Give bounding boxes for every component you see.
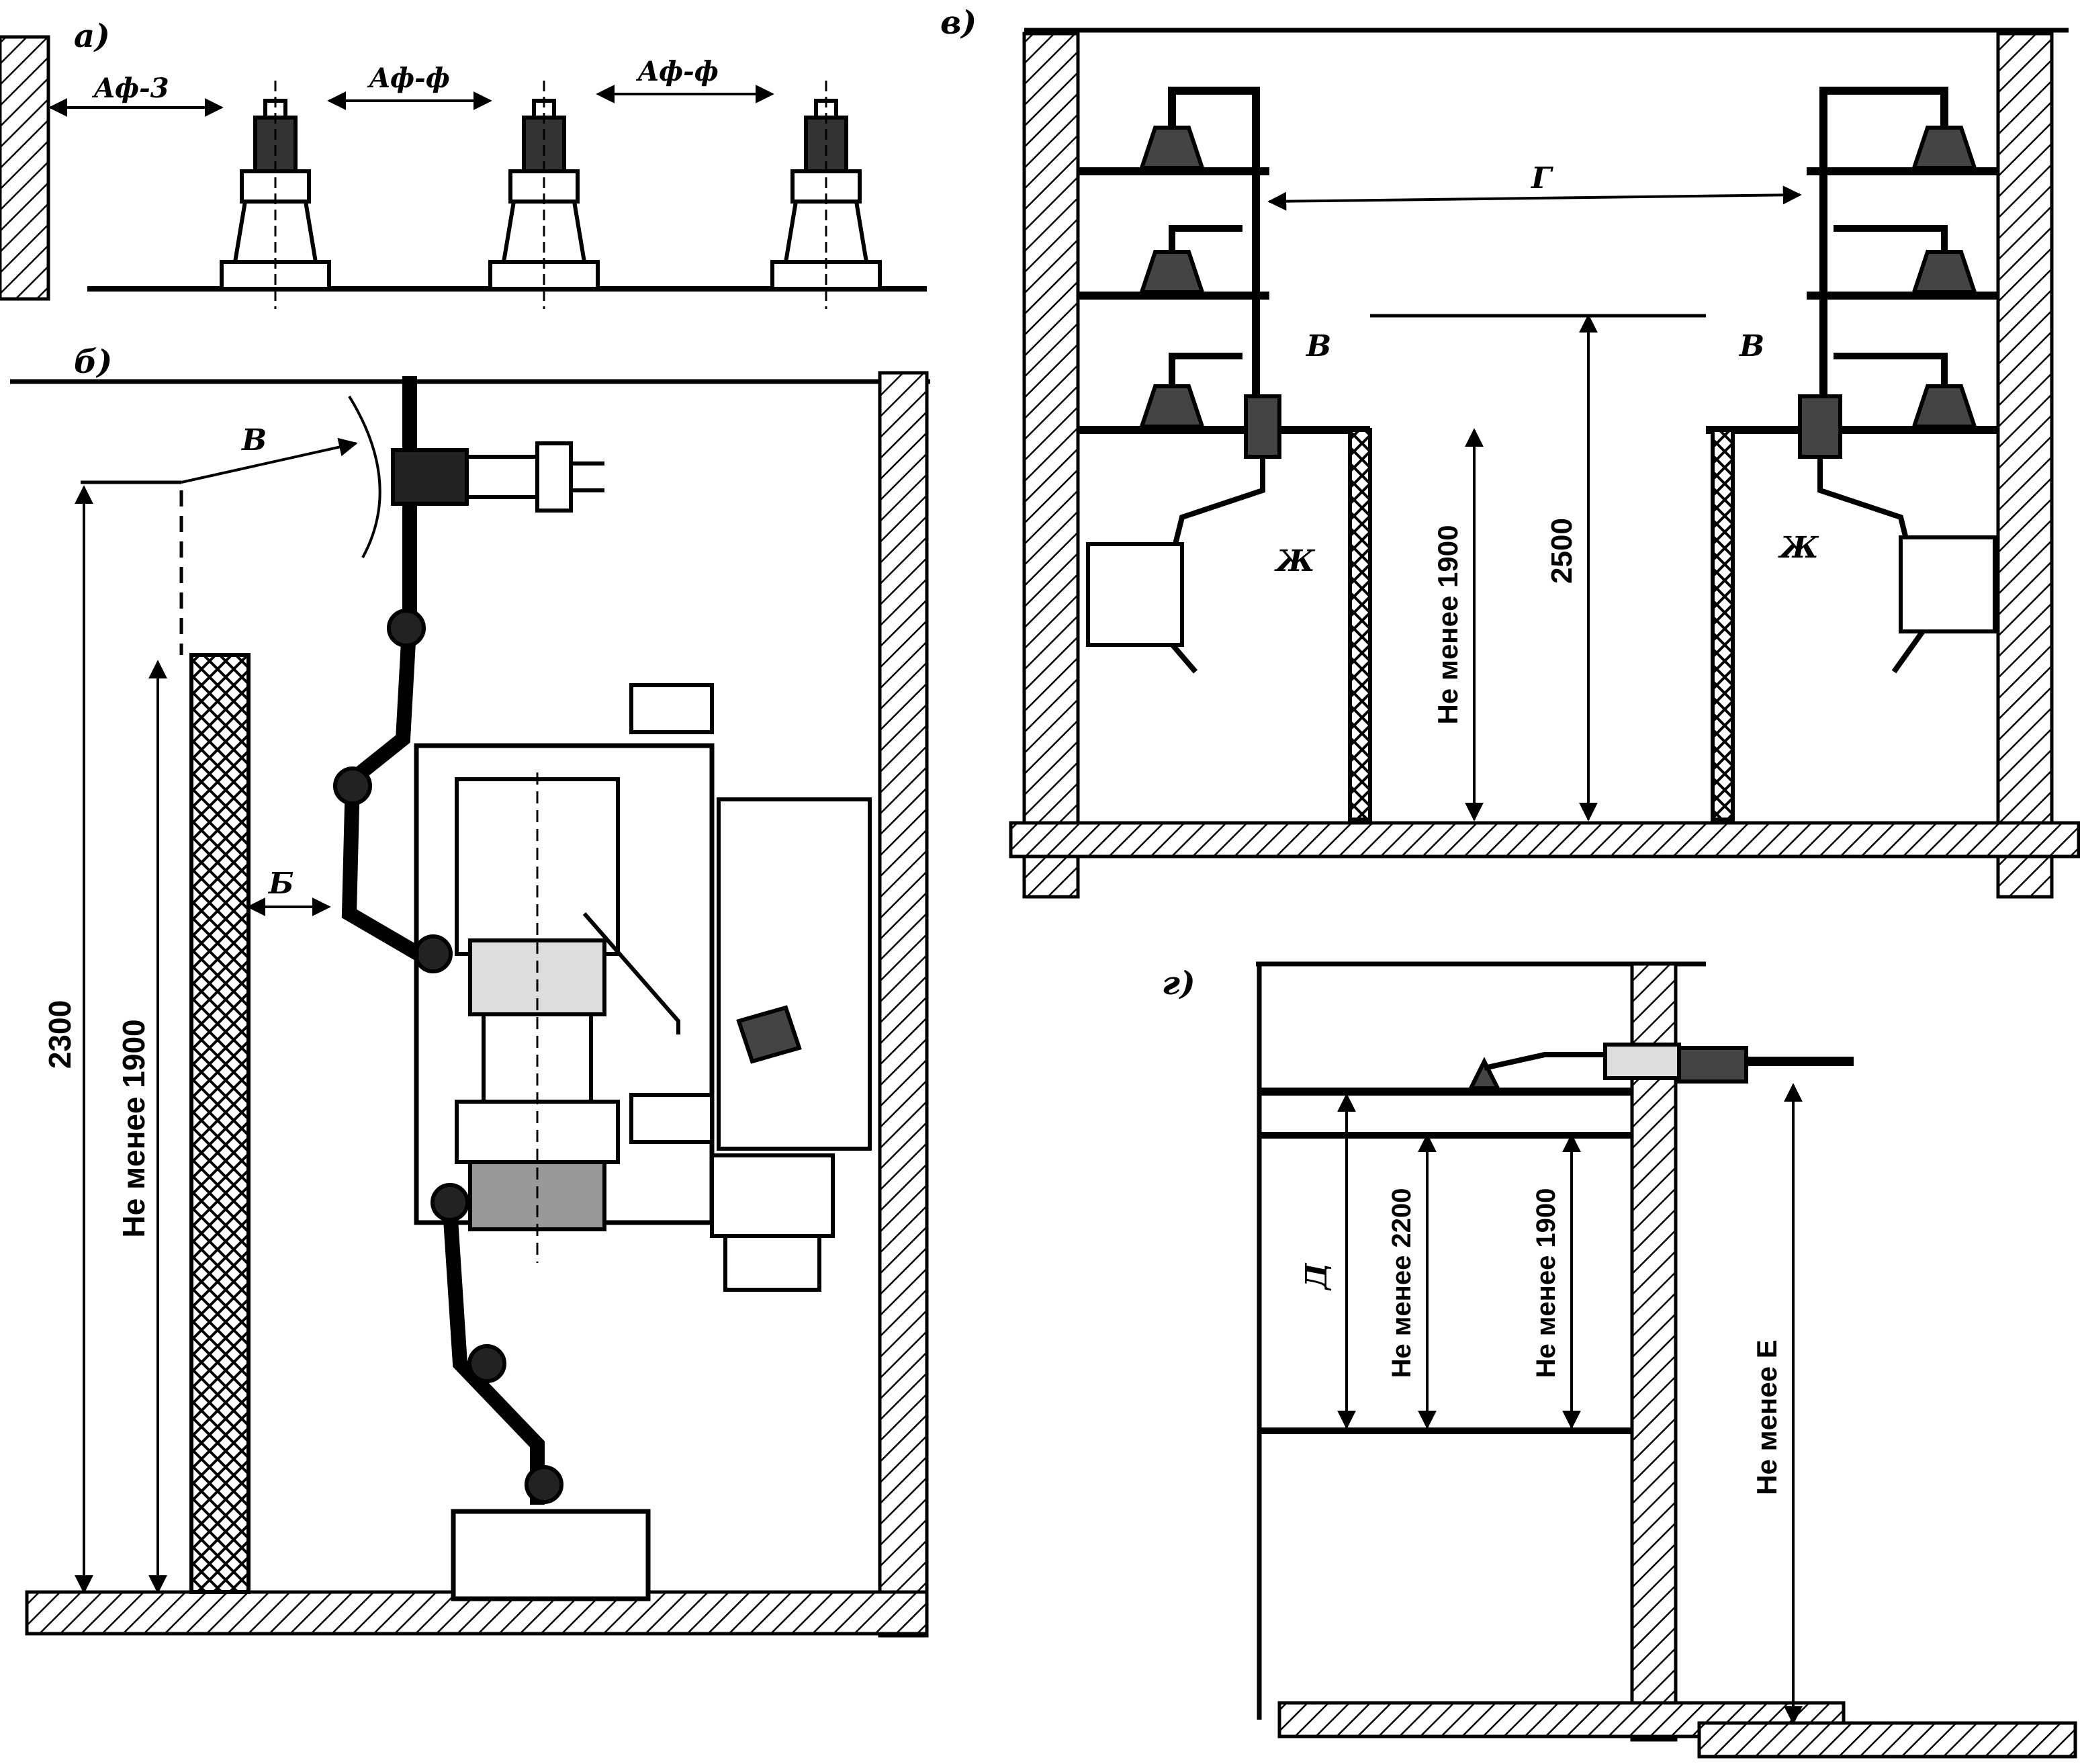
busbar-upper (341, 376, 434, 967)
panel-v-floor (1009, 821, 2080, 858)
left-cell-equipment (1078, 87, 1372, 822)
panel-g: г) Д Не менее 2200 Не менее 1900 Не мене… (1162, 961, 2077, 1759)
dim-g-1900-label: Не менее 1900 (1531, 1188, 1561, 1378)
dim-v-right-label: В (1738, 329, 1764, 363)
dim-a2-label: Aф-ф (367, 62, 450, 94)
panel-b-right-wall (878, 371, 929, 1638)
dim-d-label: Д (1300, 1263, 1334, 1291)
mesh-barrier (189, 653, 251, 1594)
panel-a-label: а) (74, 17, 110, 55)
dim-zh-left-label: Ж (1274, 544, 1316, 578)
dim-v-1900-label: Не менее 1900 (1432, 525, 1463, 725)
panel-v-right-wall (1996, 32, 2054, 899)
right-cell-equipment (1706, 87, 1998, 822)
dim-e-label: Не менее Е (1751, 1339, 1782, 1495)
panel-g-wall (1630, 962, 1678, 1742)
dim-v-line (181, 437, 358, 484)
dim-g-label: Г (1530, 161, 1553, 195)
dim-2300-label: 2300 (42, 1000, 77, 1069)
dim-v-left-label: В (1305, 329, 1331, 363)
clearance-arc (348, 395, 381, 558)
bushing-insulator (333, 441, 604, 1504)
dim-a3-label: Aф-ф (635, 56, 719, 87)
dim-1900-label: Не менее 1900 (116, 1019, 151, 1237)
panel-v: в) (940, 4, 2080, 899)
dim-b-label: Б (267, 867, 294, 901)
insulator-3 (770, 81, 882, 309)
panel-v-left-wall (1022, 32, 1080, 899)
wall-bushing (1467, 1043, 1854, 1090)
dim-a1-label: Aф-3 (91, 73, 169, 104)
panel-a: а) Aф-3 Aф-ф (0, 17, 927, 309)
circuit-breaker (414, 683, 872, 1292)
panel-b-label: б) (74, 343, 112, 381)
pedestal-insulator (451, 1509, 651, 1601)
dim-g-line (1267, 185, 1802, 211)
dim-2500-label: 2500 (1545, 518, 1578, 584)
panel-g-outer-floor (1697, 1721, 2077, 1759)
panel-a-wall (0, 35, 50, 301)
insulator-2 (488, 81, 600, 309)
insulator-1 (220, 81, 331, 309)
dim-v-label: В (240, 423, 267, 457)
dim-zh-right-label: Ж (1778, 531, 1819, 565)
panel-b: б) В Б 2300 Не менее 1900 (10, 343, 930, 1638)
panel-g-label: г) (1162, 965, 1195, 1002)
panel-v-label: в) (940, 4, 977, 42)
dim-2200-label: Не менее 2200 (1387, 1188, 1416, 1378)
